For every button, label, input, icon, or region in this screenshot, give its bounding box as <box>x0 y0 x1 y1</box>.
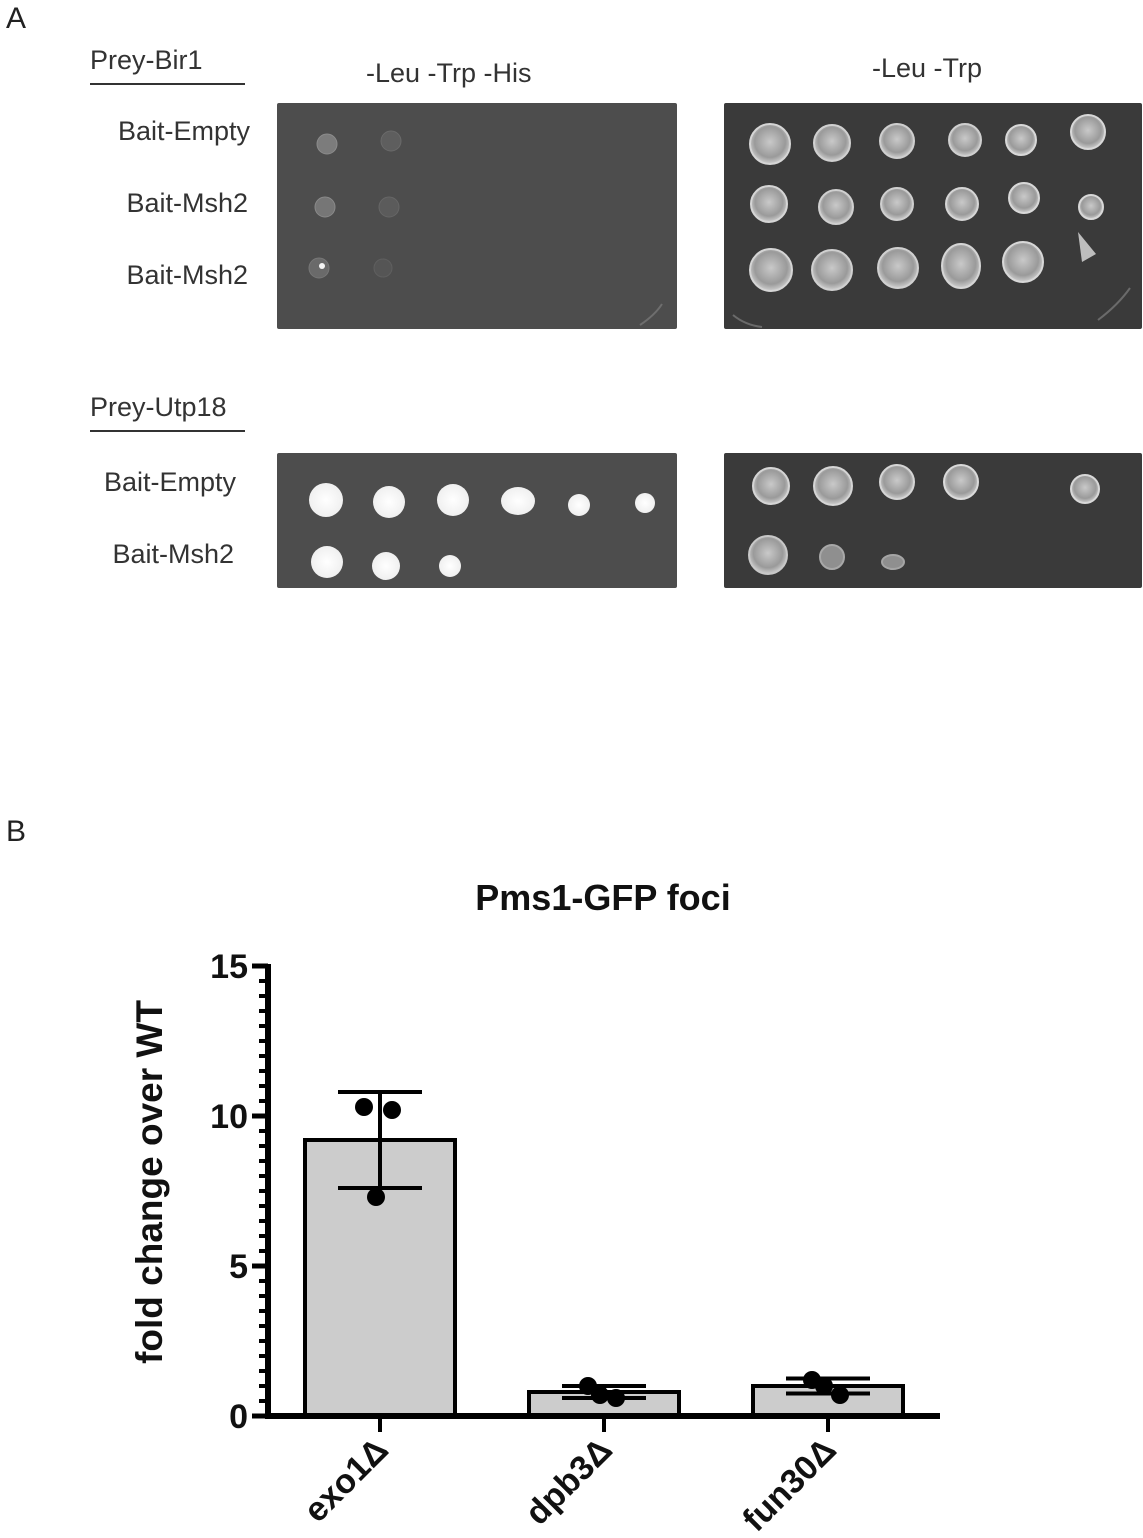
colony-spot <box>308 257 330 279</box>
condition-label-selective: -Leu -Trp -His <box>366 58 532 88</box>
data-point <box>831 1386 849 1404</box>
colony-spot <box>749 123 791 165</box>
colony-streak <box>1078 232 1096 262</box>
plate-edge-arc <box>1097 287 1131 321</box>
y-tick-label: 10 <box>210 1098 248 1136</box>
colony-spot <box>568 494 590 516</box>
colony-spot <box>314 196 336 218</box>
colony-spot <box>1070 474 1100 504</box>
colonies-utp18-control <box>748 464 1100 575</box>
colony-spot <box>316 133 338 155</box>
bait-label-empty: Bait-Empty <box>103 467 236 497</box>
colony-spot <box>813 124 851 162</box>
colony-spot <box>818 189 854 225</box>
colony-spot <box>319 263 325 269</box>
data-point <box>355 1098 373 1116</box>
colony-spot <box>1005 124 1037 156</box>
x-tick-label: fun30Δ <box>735 1431 843 1538</box>
prey-underline-utp18 <box>90 430 245 432</box>
data-point <box>607 1389 625 1407</box>
colony-spot <box>880 187 914 221</box>
prey-label-bir1: Prey-Bir1 <box>90 45 203 75</box>
colony-spot <box>752 467 790 505</box>
colony-spot <box>750 185 788 223</box>
plate-bir1-selective <box>277 103 677 329</box>
colony-spot <box>749 248 793 292</box>
y-tick-label: 0 <box>229 1398 248 1436</box>
colony-spot <box>819 544 845 570</box>
colony-spot <box>1070 114 1106 150</box>
y-tick-label: 15 <box>210 948 248 986</box>
colony-spot <box>311 546 343 578</box>
bait-label-msh2: Bait-Msh2 <box>126 188 248 218</box>
colony-spot <box>879 464 915 500</box>
prey-underline-bir1 <box>90 83 245 85</box>
colony-spot <box>635 493 655 513</box>
y-tick-label: 5 <box>229 1248 248 1286</box>
colony-spot <box>373 258 393 278</box>
bait-label-msh2: Bait-Msh2 <box>126 260 248 290</box>
panel-b-letter: B <box>6 815 27 848</box>
colony-spot <box>437 484 469 516</box>
colony-spot <box>948 123 982 157</box>
colony-spot <box>877 247 919 289</box>
colony-spot <box>1002 241 1044 283</box>
colony-spot <box>945 187 979 221</box>
plate-edge-arc <box>732 314 763 328</box>
y-axis-label: fold change over WT <box>129 1000 170 1364</box>
condition-label-control: -Leu -Trp <box>872 53 983 83</box>
data-point <box>367 1188 385 1206</box>
colony-spot <box>748 535 788 575</box>
plate-utp18-selective <box>277 453 677 588</box>
colony-spot <box>501 487 535 515</box>
y-axis-ticks: 0 5 10 15 <box>210 948 268 1436</box>
data-points <box>355 1098 849 1407</box>
colony-spot <box>309 483 343 517</box>
x-tick-labels: exo1Δ dpb3Δ fun30Δ <box>297 1416 844 1538</box>
colony-spot <box>439 555 461 577</box>
colony-spot <box>879 123 915 159</box>
colony-spot <box>811 249 853 291</box>
prey-label-utp18: Prey-Utp18 <box>90 392 227 422</box>
colonies-bir1-control <box>732 114 1131 328</box>
colony-spot <box>378 196 400 218</box>
colony-spot <box>1008 182 1040 214</box>
colony-spot <box>813 466 853 506</box>
plate-utp18-control <box>724 453 1142 588</box>
colony-spot <box>881 554 905 570</box>
colony-spot <box>373 486 405 518</box>
data-point <box>591 1386 609 1404</box>
colony-spot <box>380 130 402 152</box>
colonies-bir1-selective <box>308 130 663 326</box>
plate-edge-arc <box>639 303 663 326</box>
colony-spot <box>1078 194 1104 220</box>
chart-title: Pms1-GFP foci <box>475 877 730 918</box>
x-tick-label: exo1Δ <box>297 1431 396 1530</box>
panel-a-letter: A <box>6 2 27 35</box>
bait-label-msh2: Bait-Msh2 <box>112 539 234 569</box>
data-point <box>815 1377 833 1395</box>
bait-label-empty: Bait-Empty <box>117 116 250 146</box>
colony-spot <box>372 552 400 580</box>
colonies-utp18-selective <box>309 483 655 580</box>
data-point <box>383 1101 401 1119</box>
x-tick-label: dpb3Δ <box>518 1431 620 1533</box>
colony-spot <box>943 464 979 500</box>
colony-spot <box>941 243 981 289</box>
